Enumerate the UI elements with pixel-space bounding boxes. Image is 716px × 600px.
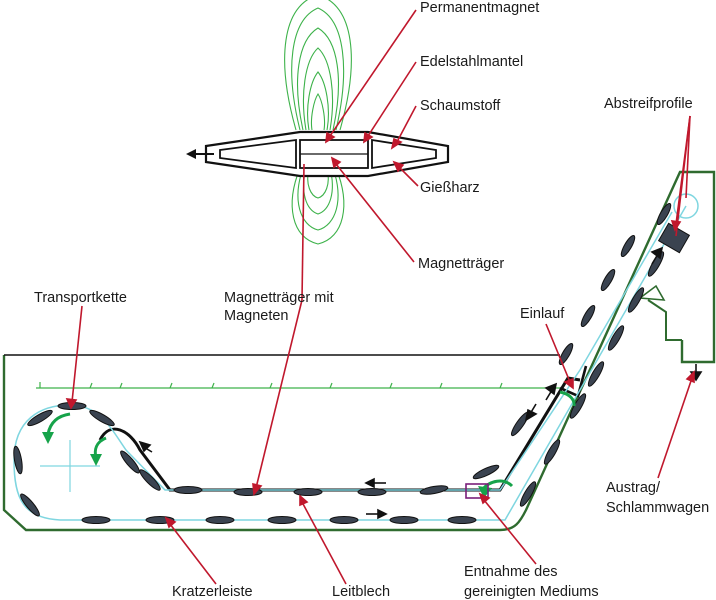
label-giessharz: Gießharz <box>420 180 480 196</box>
label-magnettraeger: Magnetträger <box>418 256 504 272</box>
label-entnahme-line2: gereinigten Mediums <box>464 584 599 600</box>
leader-lines <box>65 9 695 585</box>
outlet-chute <box>647 299 682 341</box>
text-labels: Permanentmagnet Edelstahlmantel Schaumst… <box>34 0 709 600</box>
label-abstreifprofile: Abstreifprofile <box>604 96 693 112</box>
guide-plate <box>98 376 581 492</box>
discharge-box <box>465 483 489 499</box>
flow-arrows <box>46 390 576 492</box>
label-transportkette: Transportkette <box>34 290 127 306</box>
foam-left <box>219 138 297 170</box>
sprocket-center <box>40 440 100 492</box>
label-edelstahlmantel: Edelstahlmantel <box>420 54 523 70</box>
magnetic-field-lines <box>284 0 352 245</box>
tank-outline <box>2 170 716 532</box>
label-austrag-line1: Austrag/ <box>606 480 661 496</box>
label-entnahme-line1: Entnahme des <box>464 564 558 580</box>
magnet-carrier-detail <box>186 130 450 178</box>
label-leitblech: Leitblech <box>332 584 390 600</box>
label-permanentmagnet: Permanentmagnet <box>420 0 539 16</box>
label-magnettraeger-mit-magneten-line1: Magnetträger mit <box>224 290 334 306</box>
label-kratzerleiste: Kratzerleiste <box>172 584 253 600</box>
direction-arrows <box>138 246 703 520</box>
motion-arrow-left <box>186 149 214 159</box>
foam-right <box>371 138 437 170</box>
tank <box>2 170 716 532</box>
stripper-profiles <box>657 222 691 254</box>
water-level <box>36 382 560 389</box>
label-einlauf: Einlauf <box>520 306 565 322</box>
label-schaumstoff: Schaumstoff <box>420 98 501 114</box>
label-magnettraeger-mit-magneten-line2: Magneten <box>224 308 289 324</box>
label-austrag-line2: Schlammwagen <box>606 500 709 516</box>
scraper-bars <box>13 202 672 524</box>
